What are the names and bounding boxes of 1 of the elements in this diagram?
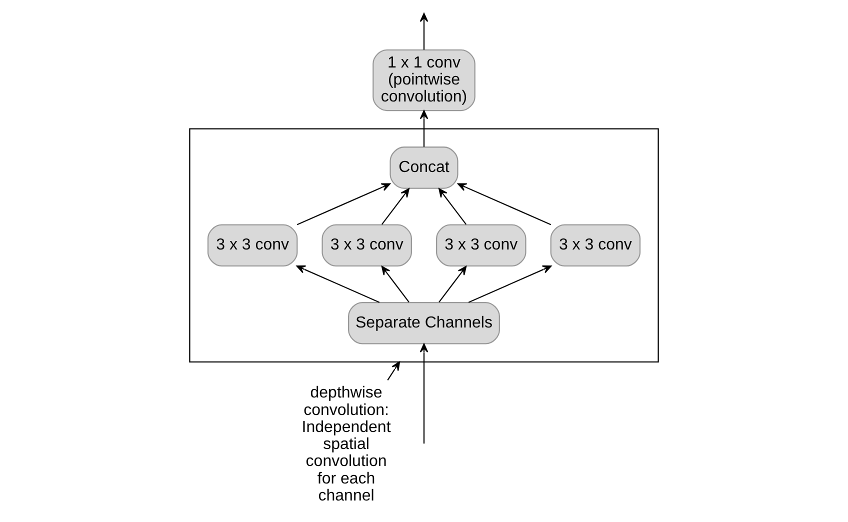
node-text: depthwise convolution: Independent spatial convolution for each channel — [302, 384, 391, 504]
